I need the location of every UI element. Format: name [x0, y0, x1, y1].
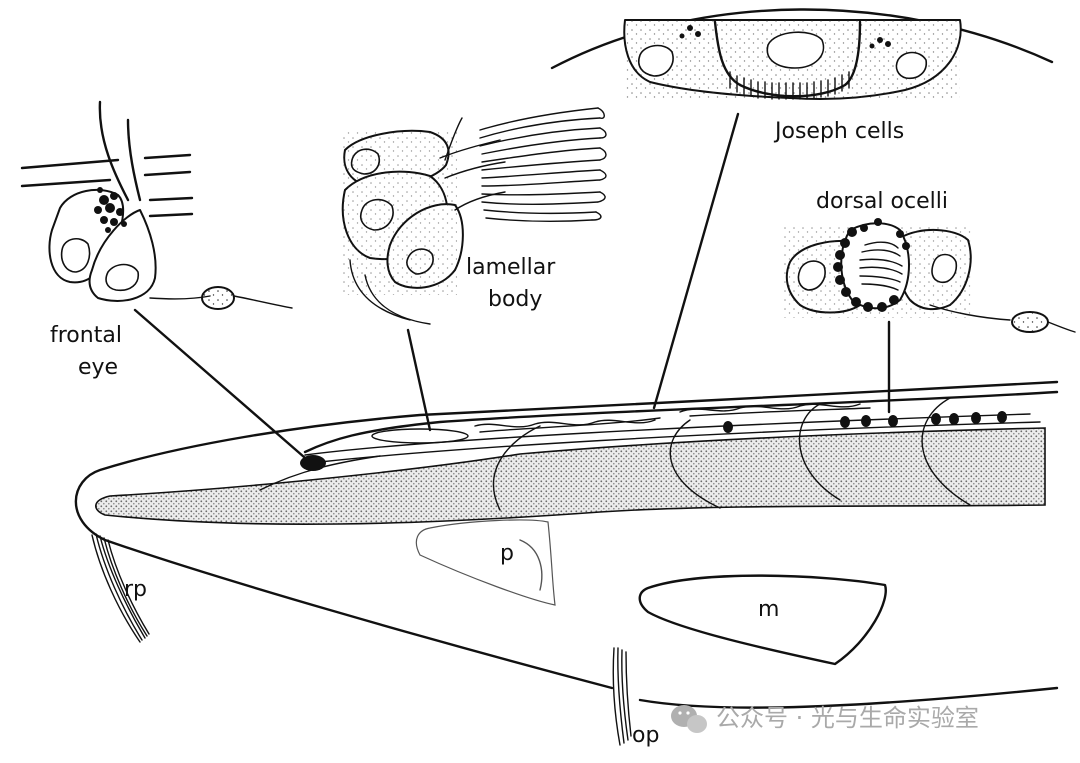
body-outline [74, 380, 1059, 709]
lamellar-body-inset [341, 107, 607, 325]
label-p: p [500, 541, 514, 566]
pointer-lines [133, 112, 891, 459]
label-rp: rp [124, 577, 147, 602]
label-lamellar: lamellar [466, 255, 556, 280]
dorsal-ocelli-inset [784, 218, 1076, 333]
label-op: op [632, 723, 659, 748]
notochord [95, 427, 1046, 526]
labels: frontal eye lamellar body Joseph cells d… [50, 119, 948, 748]
frontal-eye-pigment [300, 455, 326, 471]
label-frontal: frontal [50, 323, 122, 348]
rp-bristles [91, 533, 150, 643]
watermark: 公众号 · 光与生命实验室 [671, 704, 979, 733]
dorsal-ocelli-pigment [723, 411, 1007, 433]
op-bristles [612, 647, 632, 746]
wechat-icon [671, 705, 707, 733]
label-m: m [758, 597, 779, 622]
joseph-cells-inset [550, 8, 1054, 101]
label-joseph-cells: Joseph cells [773, 119, 904, 144]
watermark-text: 公众号 · 光与生命实验室 [716, 704, 979, 732]
p-region [415, 519, 556, 606]
label-body: body [488, 287, 542, 312]
label-eye: eye [78, 355, 118, 380]
m-region [638, 574, 887, 666]
label-dorsal-ocelli: dorsal ocelli [816, 189, 948, 214]
frontal-eye-inset [20, 100, 293, 310]
